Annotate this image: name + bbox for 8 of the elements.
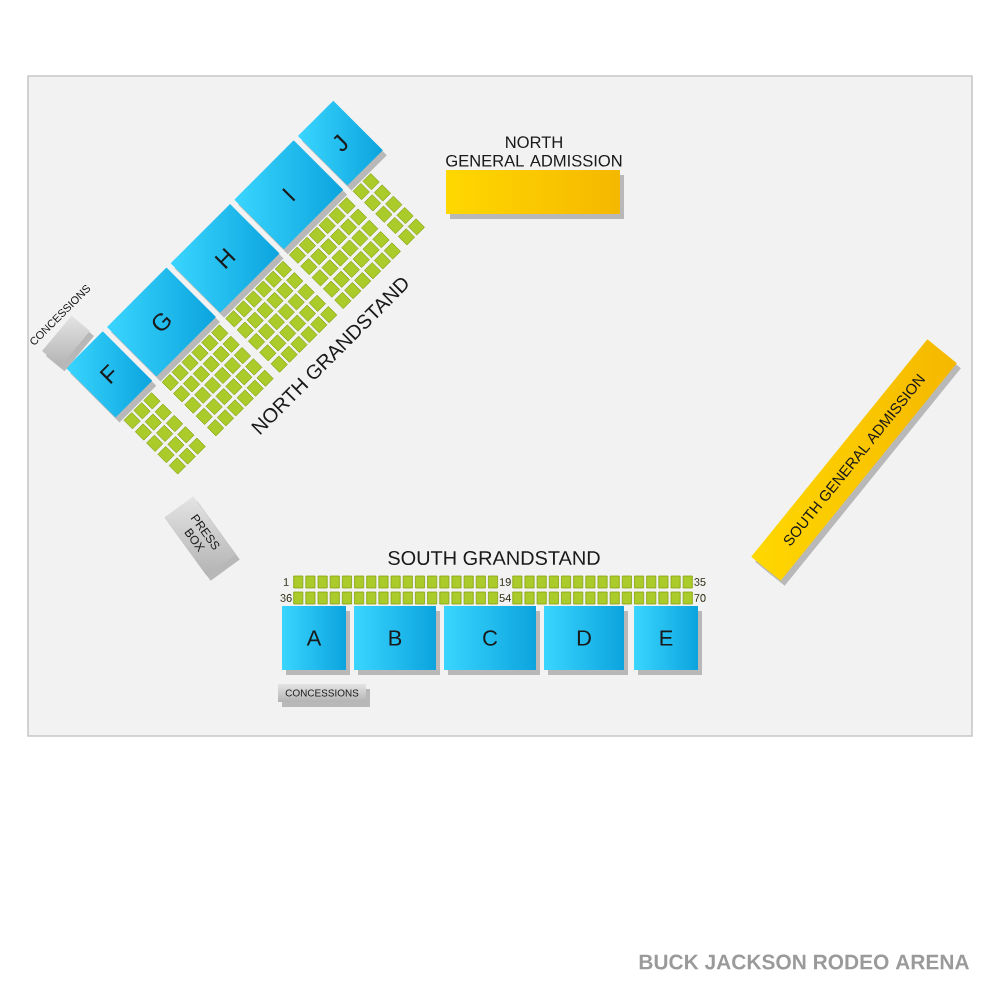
section-box: C: [444, 606, 540, 675]
stand-label: SOUTH GRANDSTAND: [388, 550, 600, 566]
section-box: D: [544, 606, 628, 675]
section-box: A: [282, 606, 350, 675]
area-label: NORTH GENERAL ADMISSION: [446, 136, 622, 167]
map-title: BUCK JACKSON RODEO ARENA: [639, 954, 969, 970]
section-box: E: [634, 606, 702, 675]
section-box: B: [354, 606, 440, 675]
